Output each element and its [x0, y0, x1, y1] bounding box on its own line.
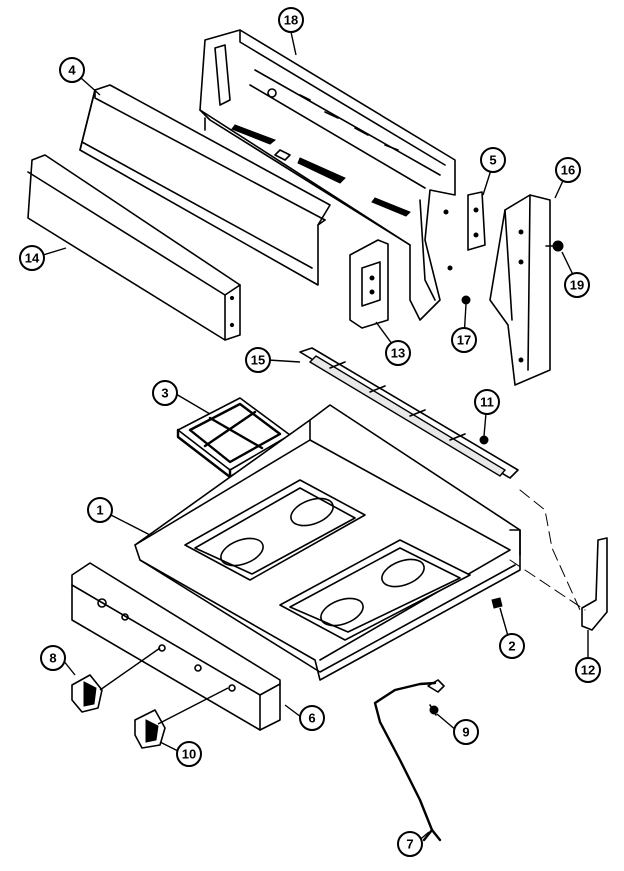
svg-text:1: 1 — [96, 503, 103, 518]
callout-17: 17 — [451, 327, 477, 353]
callout-12: 12 — [575, 657, 601, 683]
svg-text:12: 12 — [581, 663, 595, 678]
svg-text:15: 15 — [251, 353, 265, 368]
callout-13: 13 — [385, 340, 411, 366]
hinge-bracket-part — [349, 239, 389, 329]
back-panel-part — [199, 29, 456, 321]
screw-2-part — [491, 597, 503, 609]
alignment-dash-line — [519, 489, 581, 611]
callout-19: 19 — [564, 272, 590, 298]
side-trim-part — [581, 537, 608, 631]
control-trim-panel-part — [79, 84, 331, 286]
svg-text:19: 19 — [570, 278, 584, 293]
svg-text:6: 6 — [308, 711, 315, 726]
callout-15: 15 — [245, 347, 271, 373]
callout-9: 9 — [453, 719, 479, 745]
lower-panel-part — [27, 154, 241, 341]
svg-text:17: 17 — [457, 333, 471, 348]
svg-text:11: 11 — [480, 395, 494, 410]
callout-3: 3 — [152, 380, 178, 406]
vent-strip-part — [299, 347, 519, 479]
callout-14: 14 — [19, 245, 45, 271]
callout-16: 16 — [555, 157, 581, 183]
callout-8: 8 — [40, 645, 66, 671]
svg-text:8: 8 — [49, 651, 56, 666]
svg-text:10: 10 — [182, 747, 196, 762]
screw-11-part — [479, 435, 489, 445]
svg-text:18: 18 — [284, 13, 298, 28]
callout-7: 7 — [397, 831, 423, 857]
screw-9-part — [429, 704, 439, 716]
callout-11: 11 — [474, 389, 500, 415]
svg-text:2: 2 — [508, 639, 515, 654]
alignment-dash-line — [509, 559, 586, 611]
svg-text:16: 16 — [561, 163, 575, 178]
callout-4: 4 — [59, 57, 85, 83]
control-knob-part-8 — [71, 647, 161, 713]
side-bracket-part — [467, 191, 486, 251]
control-knob-part-10 — [134, 687, 229, 749]
svg-text:7: 7 — [406, 837, 413, 852]
callout-18: 18 — [278, 7, 304, 33]
screw-17-part — [461, 295, 471, 305]
wire-tube-part — [373, 679, 445, 842]
cooktop-part — [134, 404, 521, 681]
callout-1: 1 — [87, 497, 113, 523]
callout-6: 6 — [299, 705, 325, 731]
callout-5: 5 — [480, 147, 506, 173]
svg-text:9: 9 — [462, 725, 469, 740]
screw-19-part — [545, 240, 564, 252]
svg-text:4: 4 — [68, 63, 76, 78]
svg-text:3: 3 — [161, 386, 168, 401]
callout-2: 2 — [499, 633, 525, 659]
end-cap-part — [489, 194, 551, 386]
callout-10: 10 — [176, 741, 202, 767]
svg-text:13: 13 — [391, 346, 405, 361]
svg-text:5: 5 — [489, 153, 496, 168]
svg-text:14: 14 — [25, 251, 40, 266]
